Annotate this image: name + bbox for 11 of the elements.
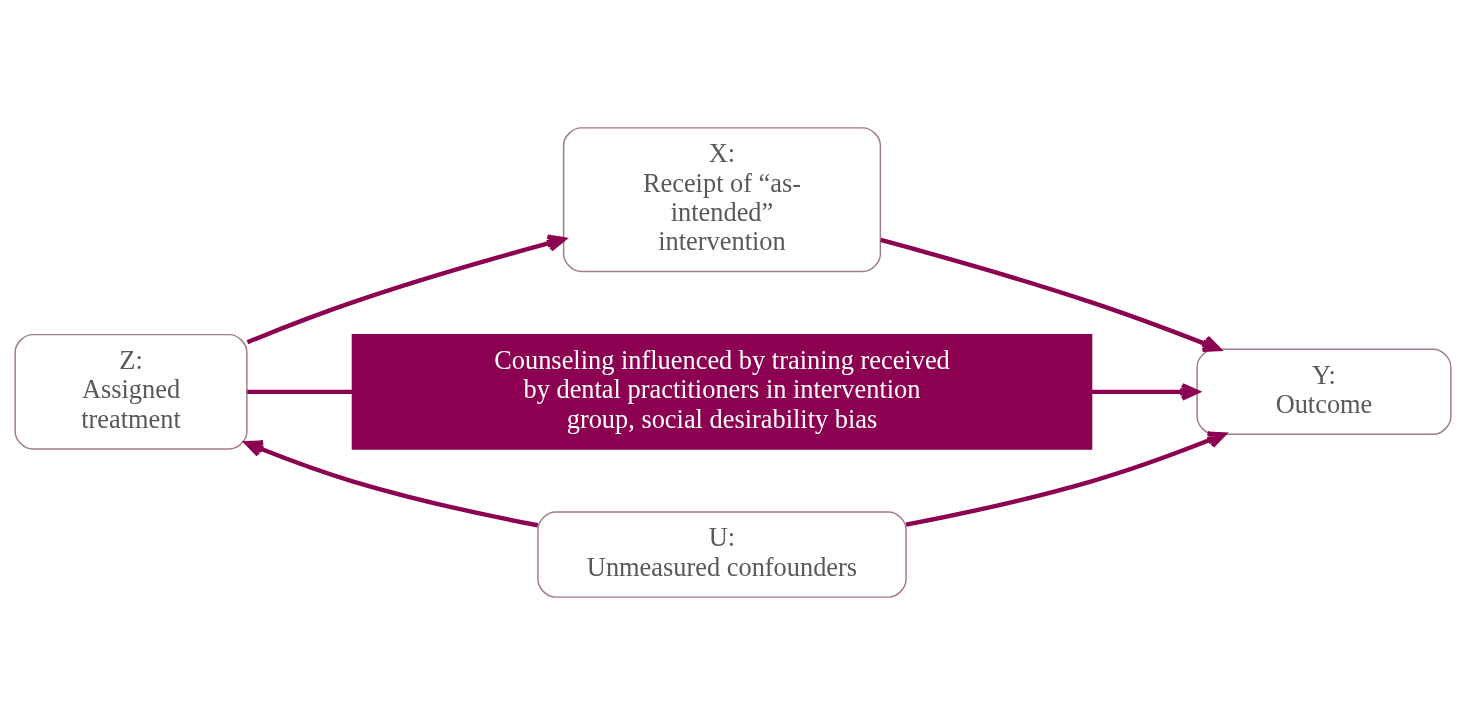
node-box: X: Receipt of “as-intended” intervention <box>562 126 882 272</box>
node-box: U: Unmeasured confounders <box>537 510 907 598</box>
node-box: Z: Assigned treatment <box>14 333 248 450</box>
arrow <box>880 237 1221 352</box>
node-box: Y: Outcome <box>1196 348 1452 435</box>
node-box: Counseling influenced by training received by dental practitioners in intervention group, social desirability bias <box>351 333 1093 450</box>
arrow <box>905 431 1226 527</box>
arrow <box>244 439 539 527</box>
arrow <box>246 234 566 344</box>
arrow <box>1091 382 1200 401</box>
connector <box>247 389 353 394</box>
